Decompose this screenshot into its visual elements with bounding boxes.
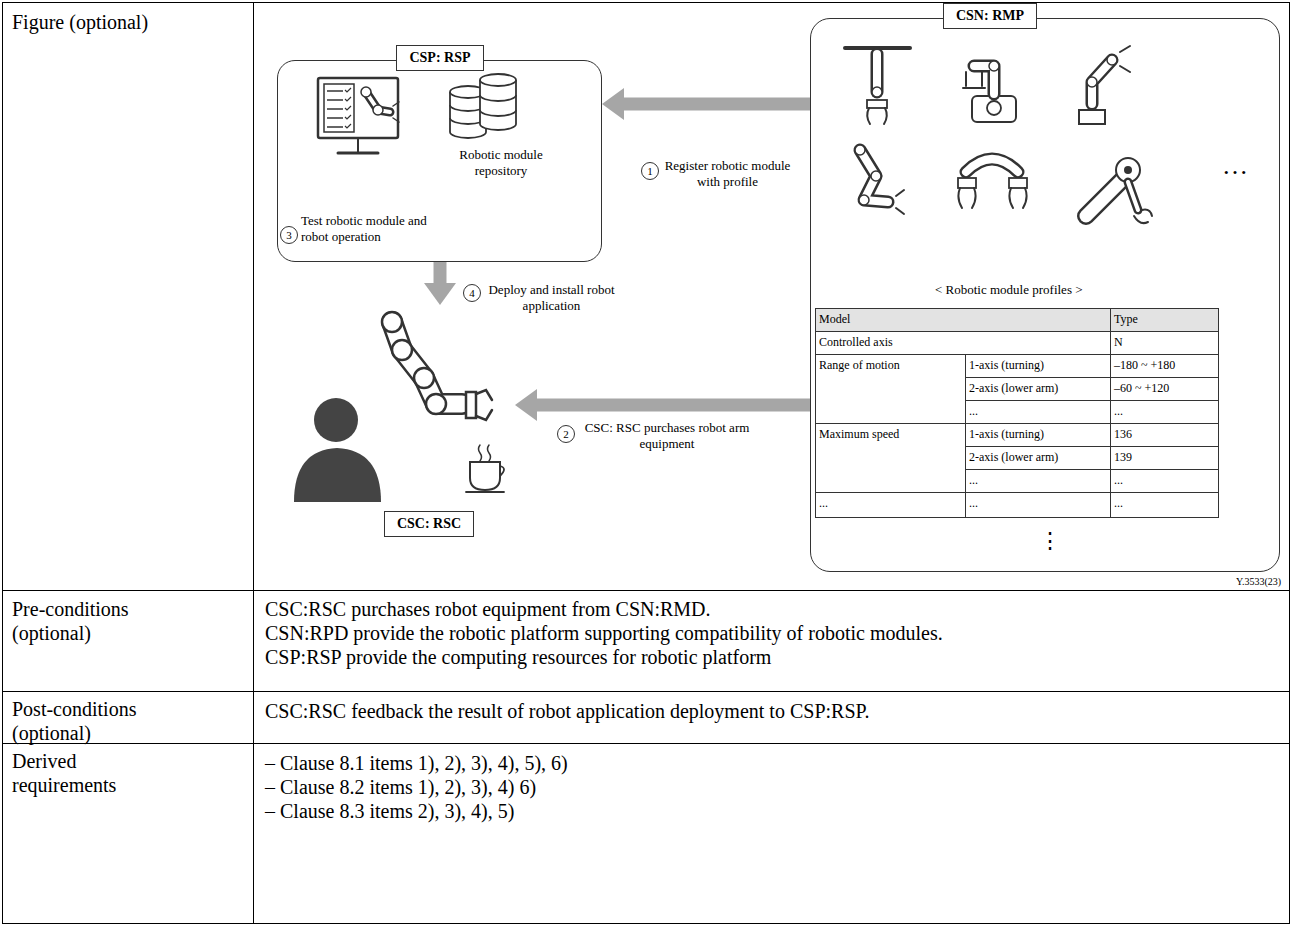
- role-heading: CSC: RSC: [384, 511, 474, 537]
- profile-cell: –60 ~ +120: [1114, 381, 1169, 395]
- profile-cell: ...: [969, 473, 978, 487]
- arrow-shaft: [624, 98, 810, 111]
- table-cell: – Clause 8.1 items 1), 2), 3), 4), 5), 6…: [265, 751, 568, 775]
- table-cell: – Clause 8.2 items 1), 2), 3), 4) 6): [265, 775, 536, 799]
- profile-cell: Type: [1114, 312, 1138, 326]
- table-cell: Derived requirements: [12, 749, 132, 797]
- table-cell: Pre-conditions (optional): [12, 597, 172, 645]
- profile-cell: Controlled axis: [819, 335, 893, 349]
- callout-number: 1: [641, 162, 659, 180]
- profile-cell: ...: [969, 404, 978, 418]
- arrow-head: [602, 88, 624, 120]
- repository-icon: [450, 74, 516, 138]
- profile-cell: ...: [969, 496, 978, 510]
- profile-cell: 136: [1114, 427, 1132, 441]
- customer-region: CSC: RSC: [290, 305, 515, 545]
- figure-id: Y.3533(23): [1236, 576, 1281, 588]
- robot-module-icons: [845, 46, 1152, 223]
- block-arrow: [515, 389, 810, 421]
- ellipsis: ⋮: [1039, 528, 1061, 554]
- table-cell: CSP:RSP provide the computing resources …: [265, 645, 771, 669]
- arrow-shaft: [434, 262, 447, 283]
- profile-cell: Range of motion: [819, 358, 900, 372]
- profile-cell: 2-axis (lower arm): [969, 450, 1058, 464]
- profile-cell: ...: [1114, 404, 1123, 418]
- profile-cell: ...: [1114, 473, 1123, 487]
- arrow-label: Register robotic module with profile: [660, 158, 795, 190]
- node-text: Test robotic module and robot operation: [301, 213, 441, 245]
- block-arrow: [602, 88, 810, 120]
- node-text: Robotic module repository: [441, 147, 561, 179]
- profile-cell: 139: [1114, 450, 1132, 464]
- table-cell: Figure (optional): [12, 10, 148, 34]
- table-cell: CSC:RSC feedback the result of robot app…: [265, 699, 869, 723]
- profile-cell: 1-axis (turning): [969, 358, 1044, 372]
- profile-cell: ...: [819, 496, 828, 510]
- arrow-head: [424, 283, 456, 305]
- profile-cell: N: [1114, 335, 1123, 349]
- arrow-label: Deploy and install robot application: [484, 282, 619, 314]
- provider-panel: CSP: RSPRobotic module repositoryTest ro…: [277, 60, 602, 262]
- arrow-shaft: [537, 399, 810, 412]
- profile-cell: 1-axis (turning): [969, 427, 1044, 441]
- arrow-head: [515, 389, 537, 421]
- profile-cell: Maximum speed: [819, 427, 899, 441]
- table-cell: CSN:RPD provide the robotic platform sup…: [265, 621, 943, 645]
- role-heading: CSN: RMP: [943, 3, 1037, 29]
- customer-scene: [294, 312, 504, 502]
- block-arrow: [424, 262, 456, 305]
- table-cell: – Clause 8.3 items 2), 3), 4), 5): [265, 799, 514, 823]
- profile-cell: Model: [819, 312, 850, 326]
- profile-cell: ...: [1114, 496, 1123, 510]
- callout-number: 3: [280, 226, 298, 244]
- ellipsis: …: [1222, 150, 1248, 181]
- role-heading: CSP: RSP: [396, 45, 483, 71]
- callout-number: 2: [557, 425, 575, 443]
- arrow-label: CSC: RSC purchases robot arm equipment: [577, 420, 757, 452]
- profile-cell: –180 ~ +180: [1114, 358, 1175, 372]
- test-monitor-icon: [318, 78, 399, 153]
- profile-table: [815, 308, 1219, 518]
- table-caption: < Robotic module profiles >: [935, 282, 1083, 298]
- table-cell: CSC:RSC purchases robot equipment from C…: [265, 597, 711, 621]
- table-cell: Post-conditions (optional): [12, 697, 172, 745]
- profile-cell: 2-axis (lower arm): [969, 381, 1058, 395]
- callout-number: 4: [463, 284, 481, 302]
